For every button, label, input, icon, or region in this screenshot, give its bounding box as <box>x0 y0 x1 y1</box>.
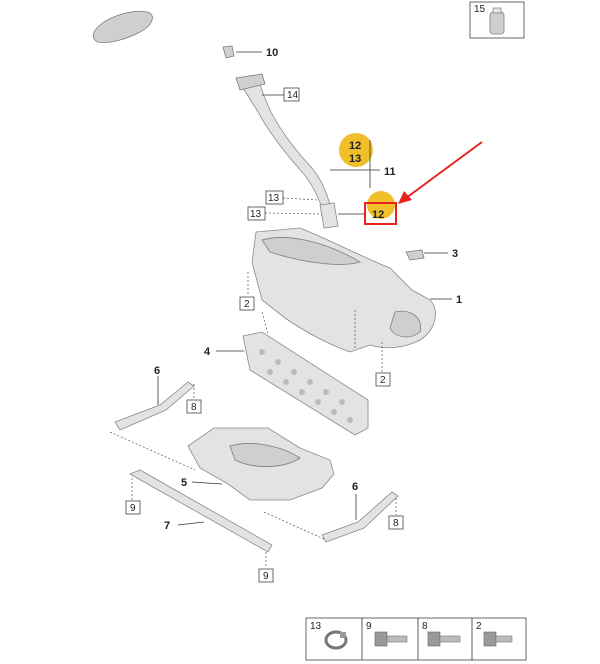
svg-text:8: 8 <box>422 621 428 632</box>
box-label-13-b: 13 <box>250 209 262 220</box>
box-label-8-b: 8 <box>393 518 399 529</box>
box-label-14: 14 <box>287 90 299 101</box>
highlight-badge-top[interactable]: 12 13 <box>339 133 373 167</box>
legend-item-2-bolt[interactable]: 2 <box>476 621 513 647</box>
callout-6-b: 6 <box>352 481 358 493</box>
box-label-8-a: 8 <box>191 402 197 413</box>
filler-pipe[interactable]: 14 <box>235 73 339 229</box>
svg-text:9: 9 <box>366 621 372 632</box>
callout-7: 7 <box>164 520 170 532</box>
bracket-strip-part-6-right[interactable]: 6 8 <box>321 481 404 543</box>
part-10-clip[interactable]: 10 <box>222 45 278 59</box>
callout-4: 4 <box>204 346 211 358</box>
callout-6-a: 6 <box>154 365 160 377</box>
callout-11-group: 11 <box>330 140 396 188</box>
vehicle-icon <box>92 10 153 43</box>
callout-1: 1 <box>456 294 462 306</box>
svg-text:13: 13 <box>349 153 361 165</box>
part-3-clip[interactable]: 3 <box>405 248 458 261</box>
strip-part-7[interactable]: 7 <box>129 469 273 553</box>
callout-10: 10 <box>266 47 278 59</box>
bracket-strip-part-6-left[interactable]: 6 8 <box>114 365 202 431</box>
fastener-legend: 13 9 8 2 <box>305 617 527 661</box>
legend-item-9-bolt[interactable]: 9 <box>366 621 408 647</box>
highlight-label-12[interactable]: 12 <box>338 202 397 225</box>
heat-shield-part-4[interactable]: 4 <box>204 331 369 436</box>
box-label-9-b: 9 <box>263 571 269 582</box>
legend-item-13-clamp[interactable]: 13 <box>310 621 348 650</box>
box-label-2-a: 2 <box>244 299 250 310</box>
box-label-9-a: 9 <box>130 503 136 514</box>
legend-item-8-bolt[interactable]: 8 <box>422 621 461 647</box>
svg-text:2: 2 <box>476 621 482 632</box>
svg-text:12: 12 <box>372 209 384 221</box>
highlight-circle-12 <box>367 191 395 219</box>
box-label-13-a: 13 <box>268 193 280 204</box>
box-label-15: 15 <box>474 4 486 15</box>
callout-3: 3 <box>452 248 458 260</box>
callout-5: 5 <box>181 477 187 489</box>
svg-text:13: 13 <box>310 621 322 632</box>
callout-11: 11 <box>384 166 396 178</box>
underbody-panel-part-5[interactable]: 5 <box>181 427 335 501</box>
svg-text:12: 12 <box>349 140 361 152</box>
red-arrow-icon <box>398 141 483 204</box>
fuel-tank[interactable]: 1 <box>251 227 462 353</box>
box-label-2-b: 2 <box>380 375 386 386</box>
part-15-box[interactable]: 15 <box>469 1 525 39</box>
